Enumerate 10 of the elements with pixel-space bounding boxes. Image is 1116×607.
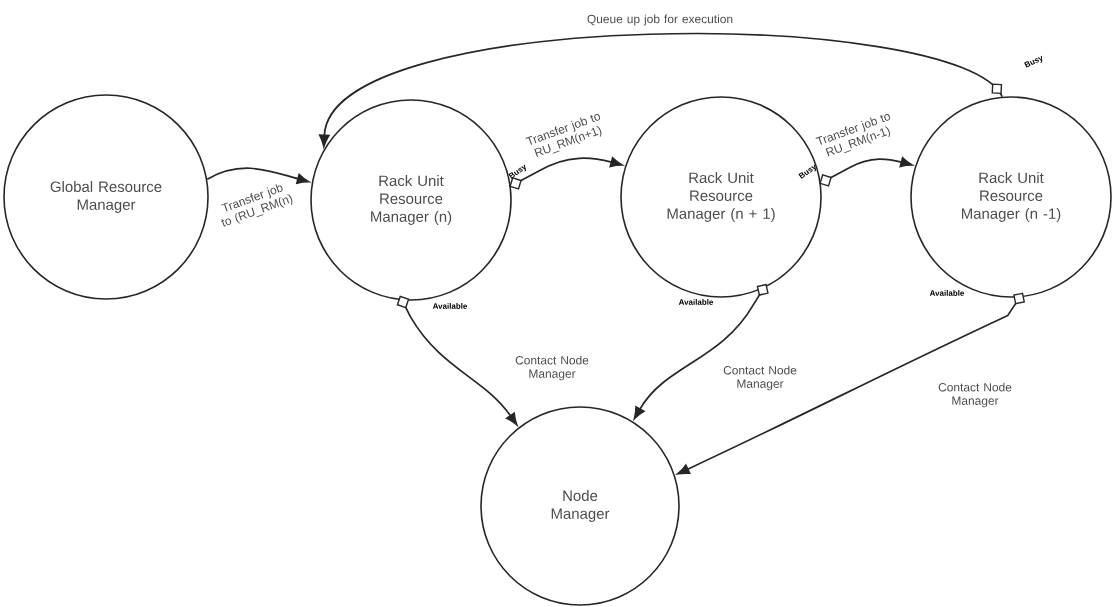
edge-label: Contact Node Manager	[723, 365, 797, 391]
arrow	[396, 295, 518, 426]
arrow	[206, 167, 310, 184]
edge-label: Queue up job for execution	[587, 14, 733, 26]
edge-label: Contact Node Manager	[938, 382, 1012, 408]
arrow	[633, 283, 769, 420]
arrow	[319, 33, 1004, 148]
arrow	[509, 157, 623, 190]
edge-label: Contact Node Manager	[515, 355, 589, 381]
arrow	[819, 157, 913, 187]
